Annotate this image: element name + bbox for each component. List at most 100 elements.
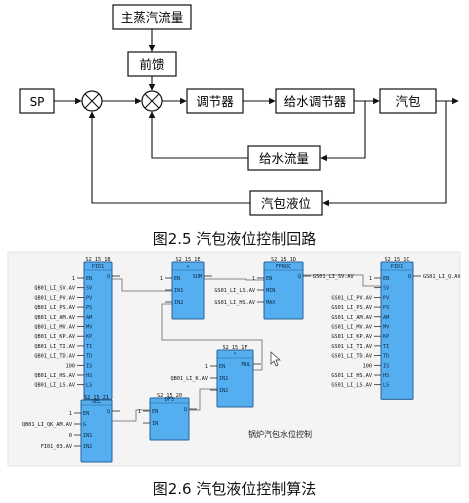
fb-tag: S2_15_1E xyxy=(176,257,201,263)
fb-input-label: QB01_LI_TD.AV xyxy=(34,354,75,360)
fb-input-label: 100 xyxy=(66,363,75,369)
fb-out-pin: Q xyxy=(184,407,187,413)
fb-output-label: GS01_LI_SV.AV xyxy=(313,274,354,280)
svg-text:前馈: 前馈 xyxy=(139,57,164,72)
fb-pid1[interactable]: S2_15_1BPID1QEN1SVQB01_LI_SV.AVPVQB01_LI… xyxy=(34,257,120,400)
fb-input-label: 1 xyxy=(138,409,141,415)
fb-input-label: QB01_LI_K.AV xyxy=(171,376,208,382)
svg-text:调节器: 调节器 xyxy=(196,94,234,109)
fb-pin: EN xyxy=(86,276,92,282)
fb-out-pin: SUM xyxy=(193,274,202,280)
fb-out-pin: Q xyxy=(408,274,411,280)
fb-input-label: GS01_LI_TI.AV xyxy=(331,344,372,350)
fb-input-label: 1 xyxy=(69,411,72,417)
fb-input-label: GS01_LI_KP.AV xyxy=(331,334,372,340)
fb-pin: MIN xyxy=(266,288,275,294)
fb-body xyxy=(83,261,113,400)
fb-pin: EN xyxy=(383,276,389,282)
fb-pin: KP xyxy=(383,334,389,340)
fb-pin: IN2 xyxy=(219,388,228,394)
fb-body xyxy=(380,261,414,400)
fb-pin: SV xyxy=(383,286,389,292)
fb-body xyxy=(80,399,113,463)
fb-pin: G xyxy=(83,422,86,428)
fb-input-label: QB01_LI_PS.AV xyxy=(34,305,75,311)
fb-pid2[interactable]: S2_15_1CPID1QEN1SVPVGS01_LI_PV.AVPSGS01_… xyxy=(331,257,460,400)
fb-type: + xyxy=(186,264,189,270)
fb-input-label: QB01_LI_HS.AV xyxy=(34,373,75,379)
fb-pin: TD xyxy=(383,354,389,360)
fb-pin: IN xyxy=(152,421,158,427)
summing-junction-2 xyxy=(141,90,163,112)
fb-pin: IN2 xyxy=(174,300,183,306)
fb-pin: LS xyxy=(86,383,92,389)
fb-input-label: GS01_LI_AM.AV xyxy=(331,315,372,321)
fb-type: PID1 xyxy=(391,264,404,270)
fb-input-label: 0 xyxy=(69,433,72,439)
function-blocks: S2_15_1BPID1QEN1SVQB01_LI_SV.AVPVQB01_LI… xyxy=(22,257,460,463)
fb-pin: AM xyxy=(86,315,92,321)
sp-block: SP xyxy=(19,88,55,114)
svg-text:汽包液位: 汽包液位 xyxy=(261,196,311,211)
fb-input-label: GS01_LI_LS.AV xyxy=(331,383,372,389)
fb-type: DF3 xyxy=(165,397,174,403)
fb-input-label: GS01_LI_HS.AV xyxy=(331,373,372,379)
fb-pin: EN xyxy=(83,411,89,417)
fb-body xyxy=(149,397,190,441)
fb-input-label: GS01_LI_PS.AV xyxy=(331,305,372,311)
fb-type: SEL xyxy=(92,399,101,405)
fb-pin: TI xyxy=(86,344,92,350)
fb-pin: KP xyxy=(86,334,92,340)
fb-pin: IS xyxy=(86,363,92,369)
fb-input-label: QB01_LI_LS.AV xyxy=(34,383,75,389)
fb-pin: MV xyxy=(383,325,389,331)
function-block-diagram: 锅炉汽包水位控制 S2_15_1BPID1QEN1SVQB01_LI_SV.AV… xyxy=(7,251,460,467)
fb-type: PID1 xyxy=(92,264,105,270)
fb-type: * xyxy=(233,352,236,358)
fb-pin: MAX xyxy=(266,300,276,306)
fb-input-label: QB01_LI_QK_AM.AV xyxy=(22,422,72,428)
fb-input-label: GS01_LI_TD.AV xyxy=(331,354,372,360)
fb-pin: LS xyxy=(383,383,389,389)
fb-out-pin: Q xyxy=(298,274,301,280)
mouse-cursor-icon xyxy=(270,351,281,367)
fb-input-label: 1 xyxy=(160,276,163,282)
fb-pin: IN2 xyxy=(83,444,92,450)
fb-input-label: GS01_LI_HS.AV xyxy=(214,300,255,306)
fb-fproc[interactable]: S2_15_1DFPROCQEN1MINGS01_LI_LS.AVMAXGS01… xyxy=(214,257,354,320)
fb-input-label: QB01_LI_MV.AV xyxy=(34,325,75,331)
fb-pin: AM xyxy=(383,315,389,321)
fb-pin: MV xyxy=(86,325,92,331)
diagram-annotation: 锅炉汽包水位控制 xyxy=(248,429,312,439)
fb-input-label: GS01_LI_LS.AV xyxy=(214,288,255,294)
fb-input-label: GS01_LI_PV.AV xyxy=(331,295,372,301)
fb-pin: HS xyxy=(383,373,389,379)
fb-out-pin: Q xyxy=(107,274,110,280)
fb-tag: S2_15_1B xyxy=(86,257,111,263)
svg-text:SP: SP xyxy=(30,95,45,109)
main-steam-flow-block: 主蒸汽流量 xyxy=(112,4,192,30)
fb-input-label: 1 xyxy=(72,276,75,282)
fb-pin: PV xyxy=(383,295,389,301)
fb-tag: S2_15_20 xyxy=(157,393,182,399)
fb-pin: IN1 xyxy=(174,288,183,294)
fb-input-label: GS01_LI_MV.AV xyxy=(331,325,372,331)
fb-input-label: 1 xyxy=(369,276,372,282)
fb-wires xyxy=(112,274,381,422)
fb-pin: SV xyxy=(86,286,92,292)
fb-pin: PS xyxy=(86,305,92,311)
fb-pin: PS xyxy=(383,305,389,311)
figure-caption-2-6: 图2.6 汽包液位控制算法 xyxy=(152,480,317,498)
fb-tag: S2_15_1D xyxy=(271,257,296,263)
fb-input-label: QB01_LI_KP.AV xyxy=(34,334,75,340)
fb-pin: EN xyxy=(152,409,158,415)
fb-input-label: QB01_LI_PV.AV xyxy=(34,295,75,301)
svg-text:给水调节器: 给水调节器 xyxy=(284,94,347,109)
fb-sel[interactable]: S2_15_21SELQEN1GQB01_LI_QK_AM.AVIN10IN2F… xyxy=(22,395,120,463)
fb-input-label: QB01_LI_TI.AV xyxy=(34,344,75,350)
figure-caption-2-5: 图2.5 汽包液位控制回路 xyxy=(152,230,317,248)
fb-input-label: QB01_LI_SV.AV xyxy=(34,286,75,292)
